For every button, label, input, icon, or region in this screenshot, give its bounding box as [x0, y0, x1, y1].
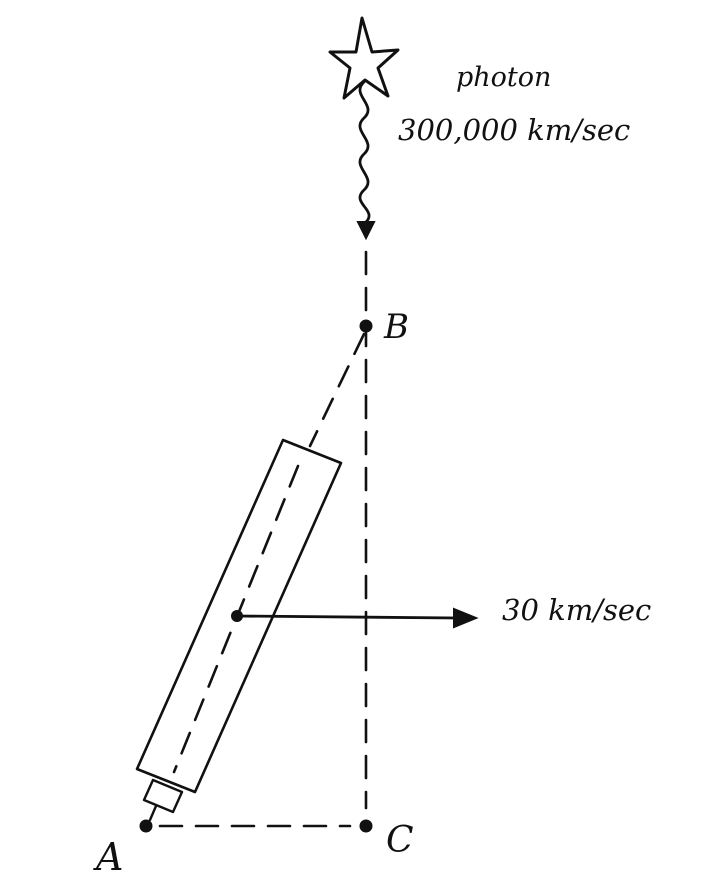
point-b-dot: [359, 319, 373, 333]
point-a-dot: [139, 819, 153, 833]
photon-arrowhead: [356, 221, 376, 241]
point-a-label: A: [93, 835, 123, 879]
eyepiece-stem: [148, 804, 158, 822]
star-icon: [328, 16, 400, 100]
telescope-eyepiece: [142, 778, 184, 814]
velocity-arrowhead: [453, 607, 479, 629]
photon-wave: [358, 80, 371, 224]
point-c-label: C: [386, 820, 414, 861]
point-b-label: B: [383, 307, 409, 347]
diagonal-dashed-line: [308, 332, 366, 448]
photon-label: photon: [456, 62, 551, 93]
telescope-speed-label: 30 km/sec: [502, 593, 651, 627]
velocity-arrow-line: [235, 614, 460, 620]
telescope-tube: [135, 438, 343, 794]
point-c-dot: [359, 819, 373, 833]
photon-speed-label: 300,000 km/sec: [398, 113, 630, 147]
